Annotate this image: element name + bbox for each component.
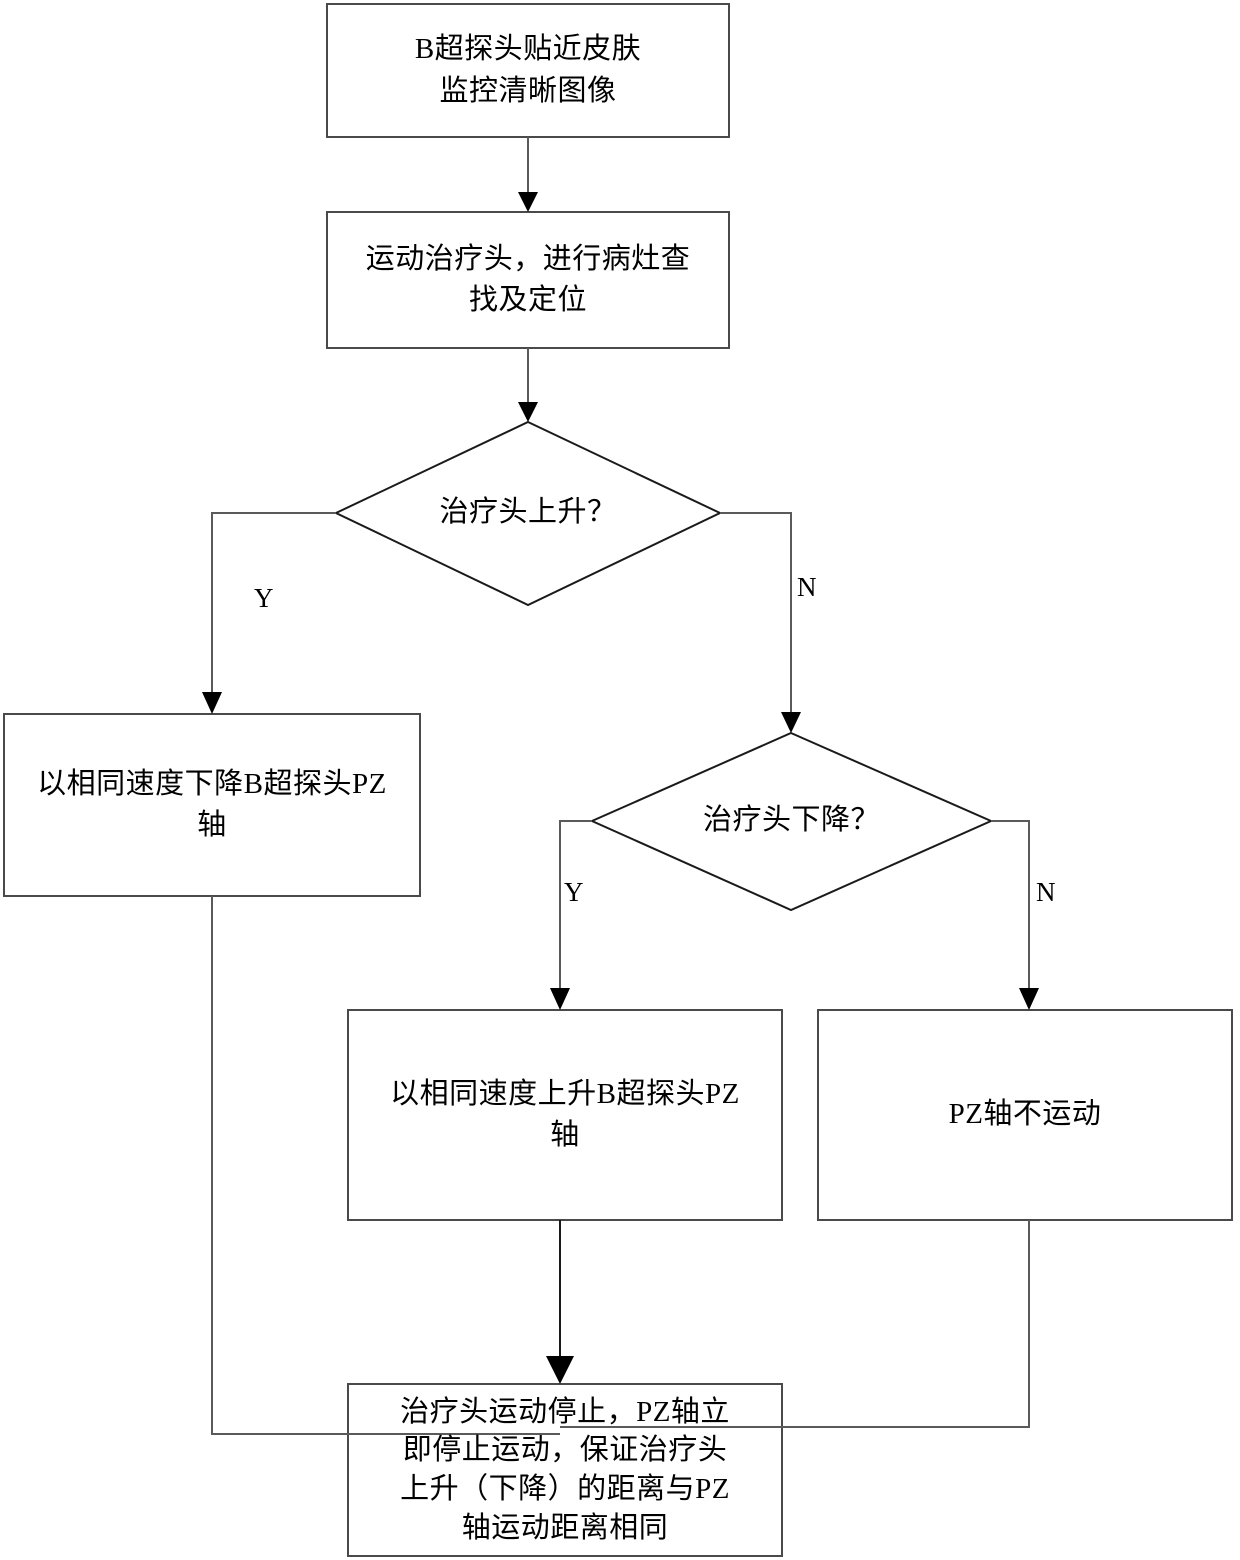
node-decision-fall-shape xyxy=(589,731,994,912)
connector-rise-yes-to-descend-pz xyxy=(211,512,336,700)
arrowhead-rise-no-to-decision-fall xyxy=(781,712,801,733)
branch-label-fall-no: N xyxy=(1036,877,1056,907)
node-decision-rise-shape xyxy=(333,420,723,607)
node-start-process-shape xyxy=(326,3,730,138)
connector-no-motion-to-stop xyxy=(560,1220,1030,1428)
branch-label-rise-no: N xyxy=(797,572,817,602)
node-no-motion-shape xyxy=(817,1009,1233,1221)
node-descend-pz-shape xyxy=(3,713,421,897)
branch-label-rise-yes: Y xyxy=(254,583,274,613)
connector-rise-no-to-decision-fall xyxy=(720,512,792,720)
node-stop-process-shape xyxy=(347,1383,783,1557)
node-locate-process-shape xyxy=(326,211,730,349)
arrowhead-fall-yes-to-rise-pz xyxy=(550,988,570,1010)
connector-fall-yes-to-rise-pz xyxy=(559,820,592,996)
branch-label-fall-yes: Y xyxy=(564,877,584,907)
arrowhead-locate-to-decision-rise xyxy=(518,402,538,422)
connector-fall-no-to-no-motion xyxy=(991,820,1030,996)
arrowhead-rise-yes-to-descend-pz xyxy=(202,692,222,714)
arrowhead-merge-to-stop xyxy=(546,1356,574,1384)
node-rise-pz-shape xyxy=(347,1009,783,1221)
arrowhead-fall-no-to-no-motion xyxy=(1019,988,1039,1010)
arrowhead-start-to-locate xyxy=(518,192,538,212)
